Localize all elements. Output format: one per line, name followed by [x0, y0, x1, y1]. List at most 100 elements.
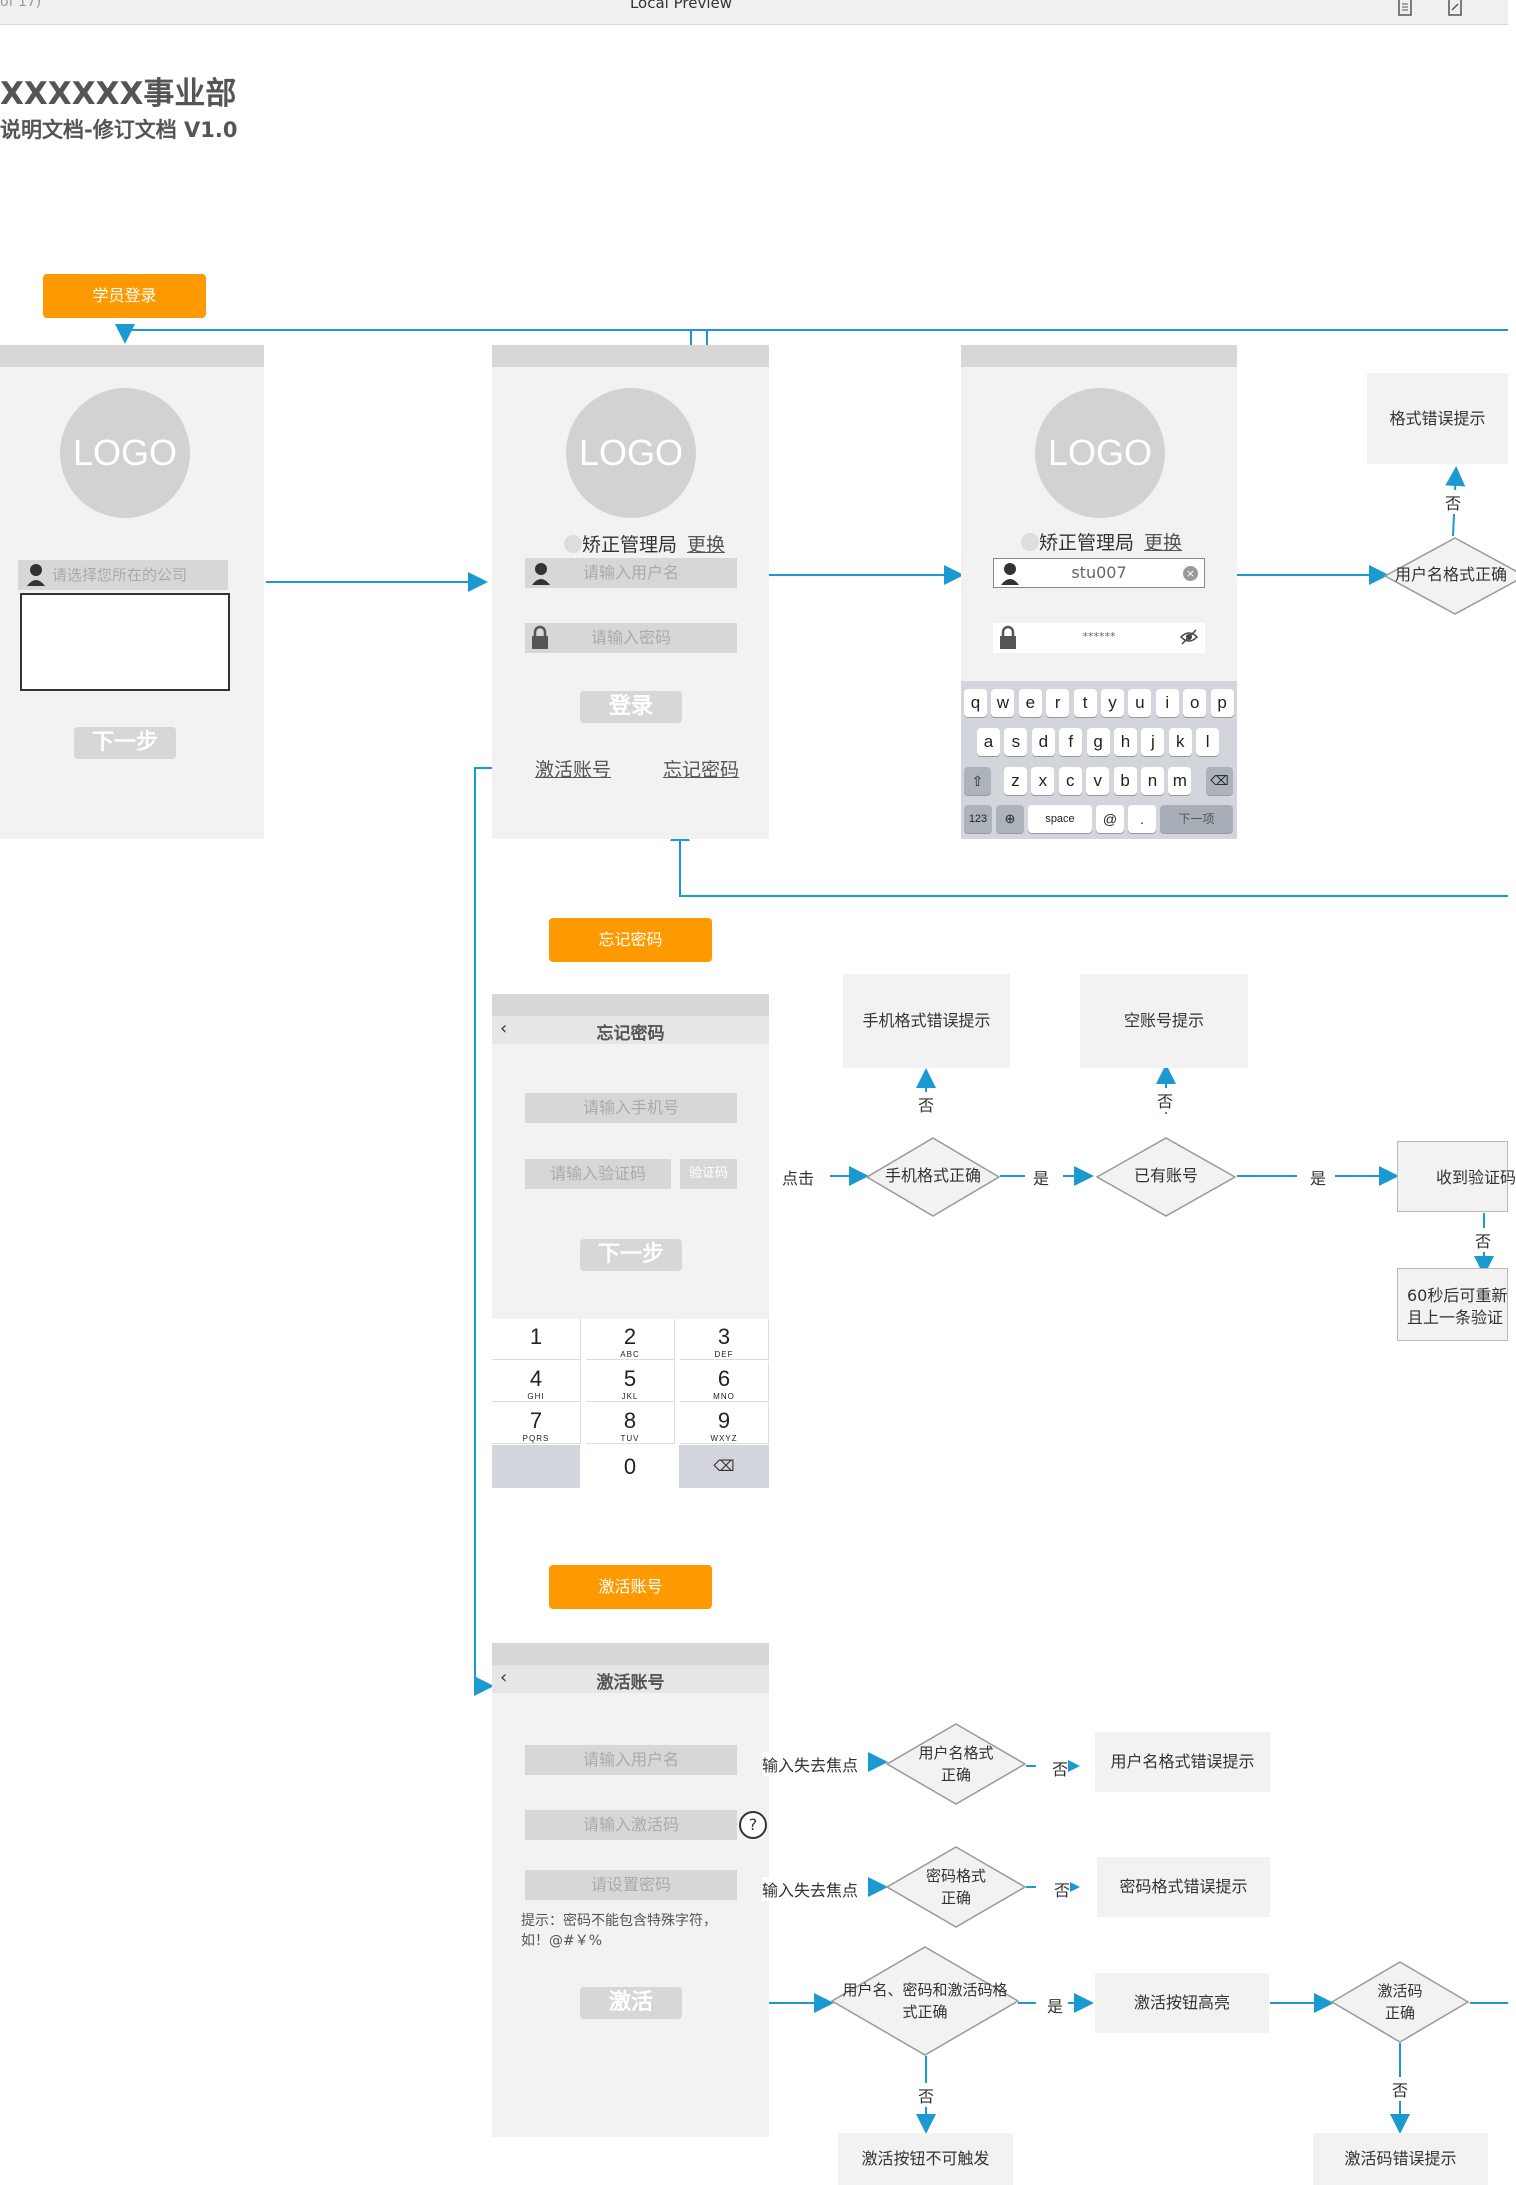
- no-label-a1: 否: [1052, 1756, 1069, 1780]
- code-check-line-1: 激活码: [1377, 1982, 1423, 2000]
- phone-input[interactable]: 请输入手机号: [525, 1093, 737, 1123]
- change-org-link[interactable]: 更换: [1144, 532, 1183, 554]
- key-j[interactable]: j: [1141, 728, 1165, 756]
- key-o[interactable]: o: [1183, 689, 1207, 717]
- key-b[interactable]: b: [1113, 767, 1137, 795]
- code-error-box: 激活码错误提示: [1313, 2133, 1488, 2185]
- numpad-key-1[interactable]: 1: [492, 1319, 581, 1360]
- page-counter: of 17): [0, 0, 42, 10]
- key-f[interactable]: f: [1059, 728, 1083, 756]
- activate-button[interactable]: 激活: [580, 1987, 682, 2019]
- key-a[interactable]: a: [977, 728, 1000, 756]
- code-check-line-2: 正确: [1384, 2004, 1415, 2022]
- back-icon[interactable]: ‹: [500, 1667, 508, 1688]
- lock-icon: [999, 625, 1017, 661]
- key-l[interactable]: l: [1196, 728, 1220, 756]
- get-code-button[interactable]: 验证码: [680, 1159, 737, 1189]
- password-input-filled[interactable]: ******: [993, 623, 1205, 653]
- next-button[interactable]: 下一步: [74, 727, 176, 759]
- student-login-button[interactable]: 学员登录: [43, 274, 206, 318]
- globe-icon[interactable]: ⊕: [996, 805, 1024, 833]
- dot-key[interactable]: .: [1128, 805, 1156, 833]
- key-s[interactable]: s: [1004, 728, 1028, 756]
- backspace-key[interactable]: ⌫: [1206, 767, 1233, 795]
- username-format-line-1: 用户名格式: [918, 1744, 994, 1762]
- shift-key[interactable]: ⇧: [964, 767, 991, 795]
- document-icon[interactable]: [1396, 0, 1414, 16]
- activate-code-input[interactable]: 请输入激活码: [525, 1810, 737, 1840]
- key-r[interactable]: r: [1046, 689, 1070, 717]
- all-fields-line-2: 式正确: [902, 2003, 948, 2021]
- key-c[interactable]: c: [1058, 767, 1082, 795]
- org-row: 矫正管理局: [1021, 528, 1134, 555]
- key-g[interactable]: g: [1086, 728, 1110, 756]
- activate-account-section-button[interactable]: 激活账号: [549, 1565, 712, 1609]
- numbers-key[interactable]: 123: [964, 805, 992, 833]
- login-button[interactable]: 登录: [580, 691, 682, 723]
- forgot-password-section-button[interactable]: 忘记密码: [549, 918, 712, 962]
- next-field-key[interactable]: 下一项: [1160, 805, 1233, 833]
- key-k[interactable]: k: [1168, 728, 1192, 756]
- key-v[interactable]: v: [1086, 767, 1110, 795]
- numpad-letters: GHI: [527, 1392, 545, 1401]
- resend-line-2: 且上一条验证: [1407, 1308, 1504, 1327]
- company-select-input[interactable]: 请选择您所在的公司: [18, 560, 228, 590]
- clear-icon[interactable]: ×: [1183, 566, 1198, 581]
- username-value: stu007: [1071, 563, 1127, 582]
- empty-account-box: 空账号提示: [1080, 974, 1248, 1068]
- numpad-digit: 9: [717, 1408, 731, 1433]
- numpad-key-0[interactable]: 0: [584, 1445, 676, 1488]
- annotate-icon[interactable]: [1446, 0, 1464, 16]
- no-label-a4: 否: [1392, 2077, 1409, 2101]
- key-q[interactable]: q: [964, 689, 987, 717]
- at-key[interactable]: @: [1096, 805, 1124, 833]
- company-select-screen: LOGO 请选择您所在的公司 下一步: [0, 345, 264, 839]
- key-y[interactable]: y: [1101, 689, 1124, 717]
- key-p[interactable]: p: [1210, 689, 1234, 717]
- company-dropdown-list[interactable]: [20, 593, 230, 691]
- has-account-label: 已有账号: [1133, 1166, 1198, 1185]
- key-e[interactable]: e: [1018, 689, 1042, 717]
- username-input[interactable]: 请输入用户名: [525, 558, 737, 588]
- set-password-input[interactable]: 请设置密码: [525, 1870, 737, 1900]
- change-org-link[interactable]: 更换: [687, 534, 726, 556]
- space-key[interactable]: space: [1028, 805, 1092, 833]
- login-screen: LOGO 矫正管理局 更换 请输入用户名 请输入密码 登录 激活账号 忘记密码: [492, 345, 769, 839]
- password-format-diamond: [885, 1846, 1027, 1928]
- forgot-next-button[interactable]: 下一步: [580, 1239, 682, 1271]
- key-i[interactable]: i: [1155, 689, 1179, 717]
- password-input[interactable]: 请输入密码: [525, 623, 737, 653]
- key-w[interactable]: w: [991, 689, 1015, 717]
- activate-username-input[interactable]: 请输入用户名: [525, 1745, 737, 1775]
- help-icon[interactable]: ?: [739, 1811, 767, 1839]
- window-titlebar: of 17) Local Preview: [0, 0, 1508, 25]
- key-x[interactable]: x: [1031, 767, 1055, 795]
- numpad-letters: MNO: [713, 1392, 735, 1401]
- key-m[interactable]: m: [1168, 767, 1192, 795]
- yes-label-2: 是: [1310, 1165, 1327, 1189]
- username-input-filled[interactable]: stu007 ×: [993, 558, 1205, 588]
- back-icon[interactable]: ‹: [500, 1018, 508, 1039]
- numpad-backspace-icon[interactable]: ⌫: [679, 1445, 769, 1488]
- activate-account-link[interactable]: 激活账号: [535, 759, 612, 781]
- key-z[interactable]: z: [1004, 767, 1027, 795]
- key-t[interactable]: t: [1073, 689, 1097, 717]
- key-u[interactable]: u: [1128, 689, 1152, 717]
- format-error-box: 格式错误提示: [1367, 373, 1508, 464]
- forgot-password-link[interactable]: 忘记密码: [663, 759, 740, 781]
- doc-title: XXXXXX事业部: [0, 76, 237, 112]
- key-n[interactable]: n: [1141, 767, 1164, 795]
- status-bar: [492, 1643, 769, 1665]
- code-input[interactable]: 请输入验证码: [525, 1159, 671, 1189]
- key-h[interactable]: h: [1114, 728, 1137, 756]
- hide-password-icon[interactable]: [1179, 627, 1199, 658]
- key-d[interactable]: d: [1031, 728, 1055, 756]
